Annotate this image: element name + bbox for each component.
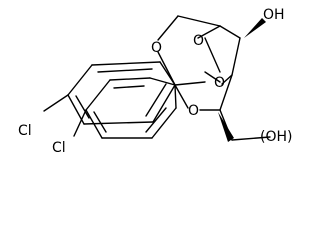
bond-bridge-o [204,71,221,83]
bond-ring-top-to-bridge [204,37,221,73]
atom-o-bridge: O [214,75,225,91]
lower-chlorophenyl-ring [73,77,177,139]
atom-o-lower: O [188,103,199,119]
bond-ch2-top [177,15,221,27]
atom-cl-upper: Cl [18,123,32,139]
ring1-inner-c [145,83,167,117]
bond-right-down [219,74,233,111]
ring1-inner-b [75,95,90,119]
bond-quat-bridge [174,81,206,86]
ring2-inner-b [93,111,107,133]
bond-ch2oh-o [231,136,271,141]
ring1-bond-e [83,121,154,125]
ring1-bond-c [67,64,93,96]
chemical-structure-diagram: O OH O O O (OH) Cl Cl [18,7,292,156]
ring2-inner-c [145,107,167,133]
ring1-inner-a [97,68,153,73]
atom-oh-top: OH [263,7,285,23]
ring2-bond-b [109,77,151,81]
ring2-bond-d [85,109,103,139]
bond-c-oh-ring [219,25,241,39]
atom-o-top: O [193,33,204,49]
ring2-bond-g [174,84,177,109]
ring2-bond-f [151,107,177,139]
stereo-wedges [218,18,266,142]
ring2-cl-bond [73,109,87,137]
bond-right-vertical [231,37,241,76]
bond-bridge-right [221,74,233,85]
atom-o-left: O [151,40,162,56]
ring1-bond-a [159,61,176,86]
bond-ch2-left [157,15,179,41]
ring1-bond-b [91,61,161,66]
upper-chlorophenyl-ring [43,61,176,125]
wedge-ch2oh [218,112,234,142]
atom-cl-lower: Cl [52,140,66,156]
ring2-inner-a [113,85,145,89]
ring2-bond-a [149,77,176,86]
ring2-bond-c [85,79,111,111]
bond-o-top-ring [197,25,221,39]
atom-oh-bottom: (OH) [260,129,292,145]
ring1-bond-f [152,84,176,123]
bond-quat-o-lower [174,84,189,109]
ring1-cl-bond [43,94,69,112]
wedge-oh-top [244,18,266,38]
